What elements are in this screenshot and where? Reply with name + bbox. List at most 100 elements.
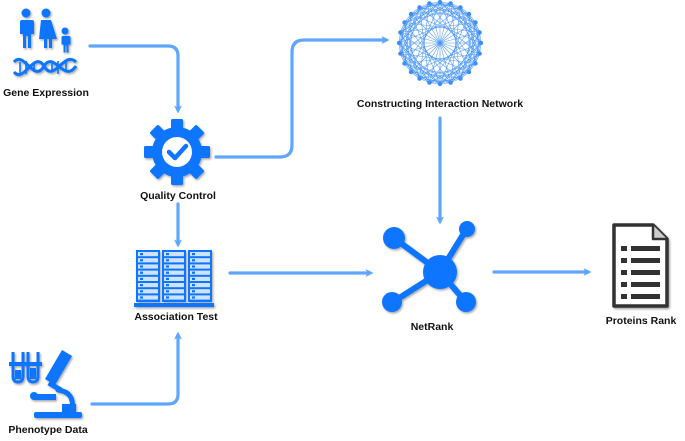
- server-slot: [164, 276, 184, 281]
- server-rack-frame: [136, 250, 160, 302]
- network-node: [466, 11, 472, 17]
- network-edge: [404, 22, 412, 73]
- network-edge: [404, 3, 451, 23]
- interaction-network-label: Constructing Interaction Network: [357, 98, 523, 110]
- network-edge: [404, 63, 461, 79]
- network-node: [448, 1, 453, 6]
- network-edge: [429, 3, 480, 33]
- server-led: [166, 277, 169, 280]
- network-edge: [429, 3, 476, 64]
- network-edge: [419, 7, 430, 83]
- server-slot: [138, 252, 158, 257]
- network-edge: [468, 13, 476, 64]
- network-edge: [460, 32, 480, 79]
- gene-expression-label: Gene Expression: [3, 87, 89, 99]
- server-led: [140, 271, 143, 274]
- network-edge: [410, 13, 482, 44]
- network-edge: [450, 3, 461, 79]
- network-node: [473, 61, 478, 66]
- server-slot: [138, 270, 158, 275]
- network-edge: [439, 53, 480, 85]
- network-edge: [400, 32, 461, 79]
- network-edge: [400, 53, 451, 83]
- network-edge: [400, 7, 420, 33]
- network-node: [437, 81, 443, 87]
- network-node: [408, 69, 414, 75]
- server-led: [192, 290, 195, 293]
- network-node: [477, 30, 482, 35]
- network-edge: [400, 3, 430, 54]
- network-edge: [404, 63, 451, 83]
- server-led: [166, 290, 169, 293]
- network-edge: [419, 71, 470, 79]
- network-edge: [439, 13, 470, 85]
- server-slot: [164, 295, 184, 300]
- network-edge: [398, 42, 441, 85]
- network-node: [402, 61, 407, 66]
- server-led: [166, 265, 169, 268]
- network-node: [458, 5, 463, 10]
- network-edge: [419, 7, 476, 23]
- server-led: [166, 253, 169, 256]
- network-edge: [404, 3, 451, 64]
- network-edge: [400, 32, 430, 83]
- network-node: [478, 40, 484, 46]
- network-edge: [400, 7, 420, 54]
- test-tube-microscope-icon: [9, 350, 82, 418]
- network-node: [398, 30, 403, 35]
- network-edge: [439, 1, 470, 73]
- network-node: [427, 80, 432, 85]
- network-edge: [450, 7, 461, 83]
- network-node: [466, 69, 472, 75]
- network-edge: [398, 3, 430, 44]
- network-edge: [398, 13, 470, 44]
- server-rack-frame: [188, 250, 212, 302]
- network-node: [437, 0, 443, 5]
- network-edge: [429, 3, 476, 23]
- network-node: [417, 76, 422, 81]
- network-edge: [419, 7, 480, 54]
- server-slot: [190, 295, 210, 300]
- network-edge: [404, 7, 420, 64]
- server-led: [192, 265, 195, 268]
- proteins-rank-label: Proteins Rank: [606, 315, 677, 327]
- arrow-qc-to-network: [214, 36, 390, 159]
- network-edge: [429, 63, 476, 83]
- server-slot: [138, 289, 158, 294]
- network-node: [427, 1, 432, 6]
- server-led: [140, 253, 143, 256]
- network-edge: [410, 13, 441, 85]
- network-edge: [404, 22, 451, 83]
- arrow-gene-to-qc: [88, 44, 182, 114]
- network-node: [458, 76, 463, 81]
- server-slot: [190, 270, 210, 275]
- network-mesh-icon: [396, 0, 484, 87]
- server-led: [140, 284, 143, 287]
- network-edge: [404, 53, 480, 64]
- server-led: [140, 290, 143, 293]
- server-slot: [138, 295, 158, 300]
- network-edge: [419, 3, 430, 79]
- server-slot: [164, 264, 184, 269]
- network-edge: [404, 22, 420, 79]
- network-edge: [410, 1, 441, 73]
- gear-check-icon: [144, 119, 210, 185]
- server-led: [140, 259, 143, 262]
- network-edge: [400, 1, 441, 33]
- server-slot: [190, 283, 210, 288]
- server-led: [192, 271, 195, 274]
- network-edge: [400, 32, 420, 79]
- network-edge: [439, 1, 480, 33]
- network-edge: [404, 3, 430, 23]
- network-node: [417, 5, 422, 10]
- network-edge: [400, 53, 441, 85]
- document-list-icon: [612, 223, 669, 308]
- server-led: [192, 296, 195, 299]
- server-rack-base: [134, 303, 214, 307]
- server-led: [166, 271, 169, 274]
- network-edge: [404, 22, 480, 33]
- network-edge: [419, 32, 480, 79]
- network-edge: [410, 7, 461, 15]
- server-led: [140, 296, 143, 299]
- network-edge: [429, 22, 476, 83]
